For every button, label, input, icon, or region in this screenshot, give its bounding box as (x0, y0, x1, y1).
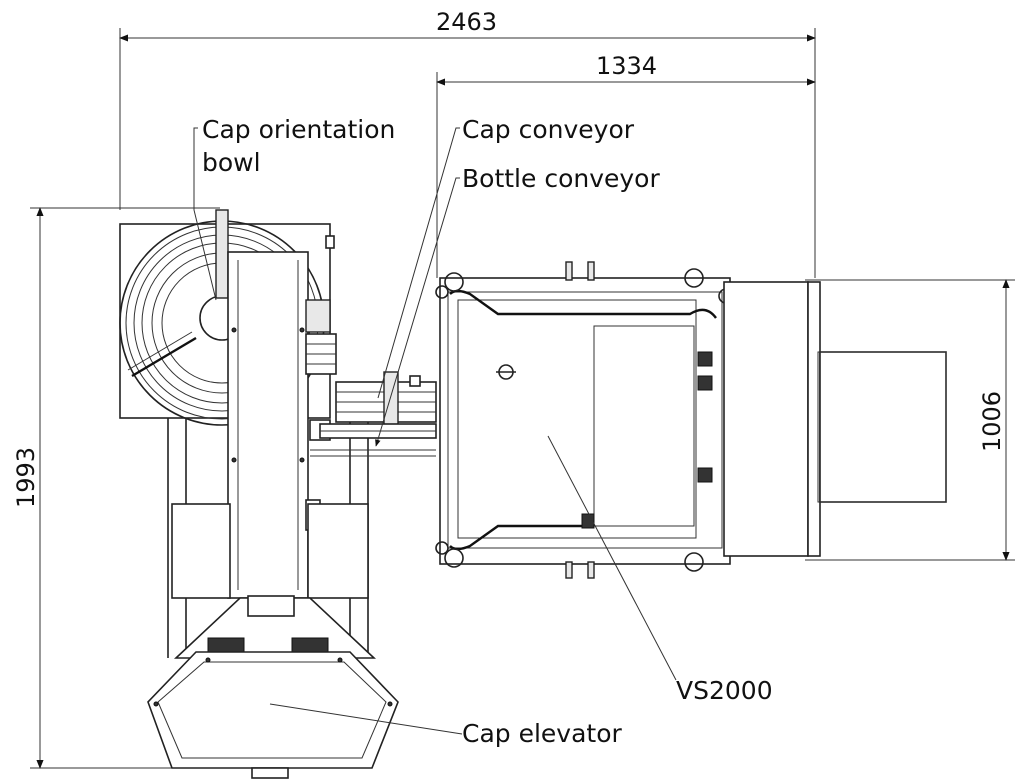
central-column (227, 251, 337, 599)
cap-orientation-bowl-label-line1: Cap orientation (202, 115, 395, 144)
cap-orientation-bowl-label-line2: bowl (202, 148, 261, 177)
conveyor-width-value: 1334 (596, 52, 657, 80)
leader-lines (193, 127, 677, 735)
dimension-unit-depth: 1006 (805, 279, 1015, 561)
dimension-overall-width: 2463 (119, 8, 816, 278)
cap-conveyor (335, 371, 437, 429)
machine-frame (167, 418, 436, 658)
bottle-conveyor (319, 423, 437, 439)
dimension-conveyor-width: 1334 (436, 52, 816, 278)
overall-height-value: 1993 (12, 447, 40, 508)
cap-conveyor-label: Cap conveyor (462, 115, 635, 144)
vs2000-unit (435, 261, 947, 579)
unit-depth-value: 1006 (978, 391, 1006, 452)
vs2000-label: VS2000 (676, 676, 773, 705)
bottle-conveyor-label: Bottle conveyor (462, 164, 660, 193)
cap-elevator (147, 595, 399, 779)
overall-width-value: 2463 (436, 8, 497, 36)
cap-elevator-label: Cap elevator (462, 719, 623, 748)
